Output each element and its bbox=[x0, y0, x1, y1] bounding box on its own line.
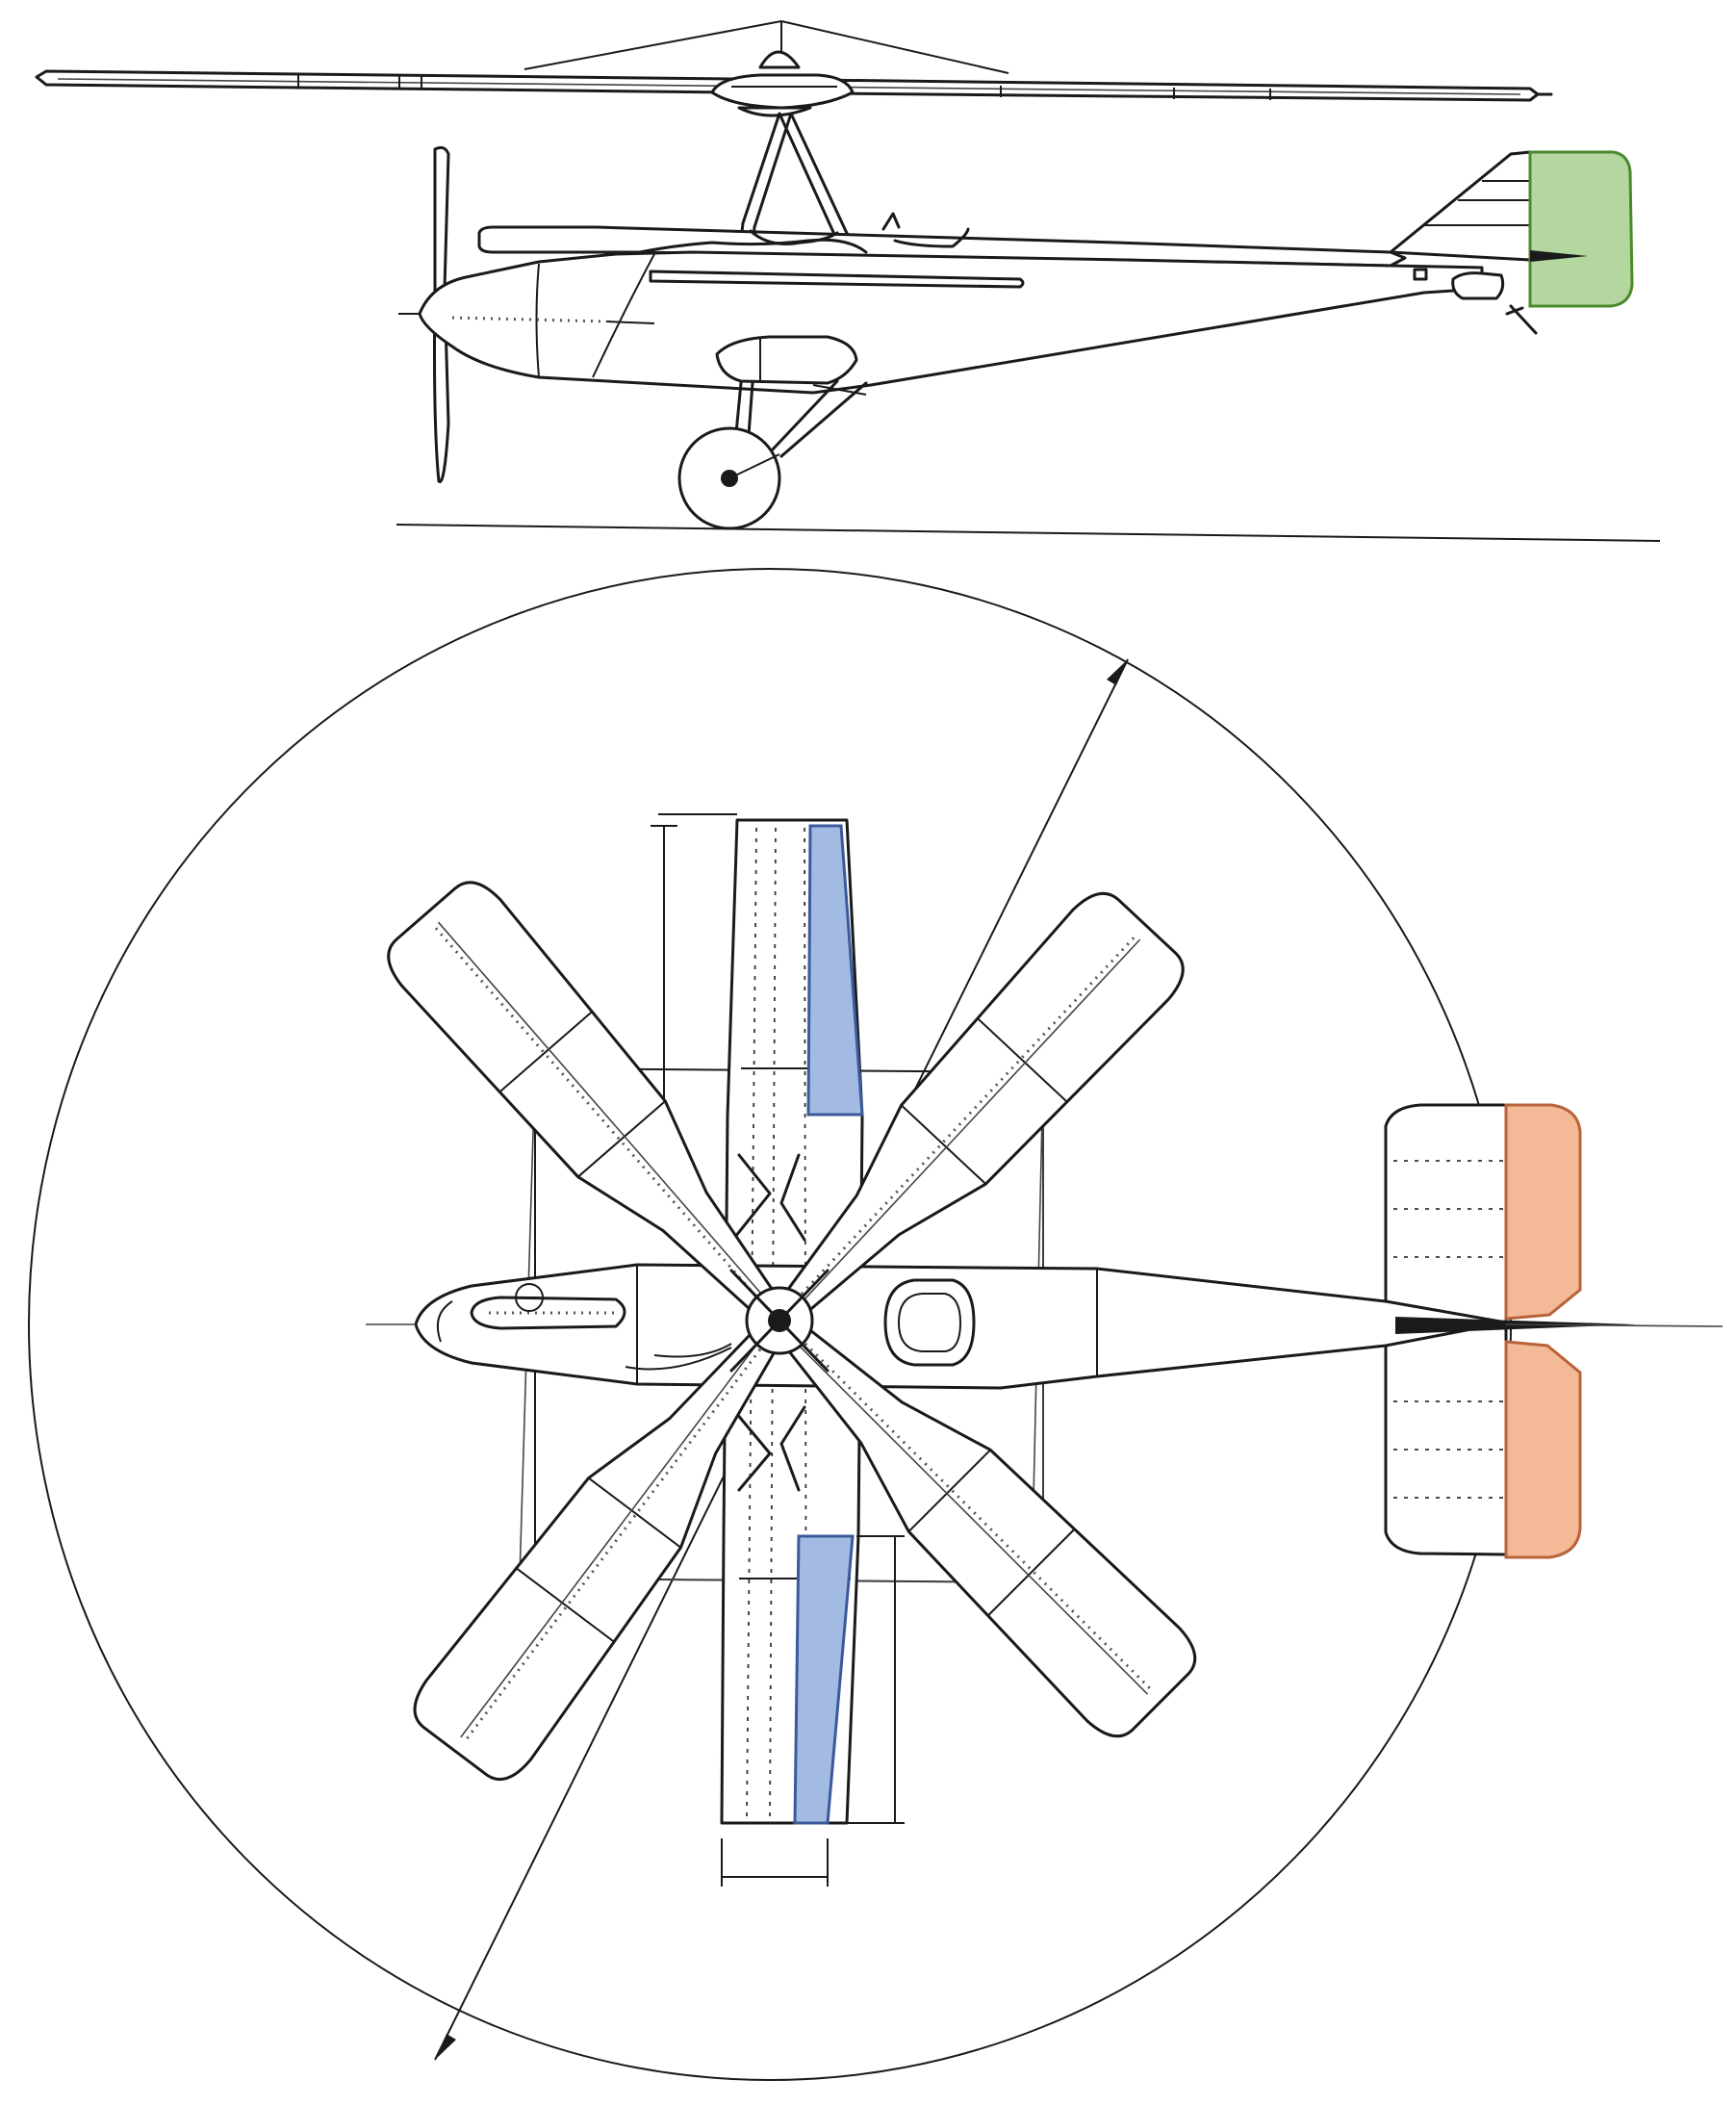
plan-view bbox=[28, 568, 1723, 2081]
rotor-hub-plan bbox=[729, 1269, 830, 1373]
elevator-upper bbox=[1504, 1103, 1582, 1321]
side-view bbox=[35, 20, 1661, 542]
rotor-bracing-wires bbox=[523, 20, 1009, 74]
elevator-lower bbox=[1504, 1340, 1582, 1559]
ground-line bbox=[396, 524, 1661, 542]
wing-struts-plan bbox=[729, 1153, 806, 1492]
rotor-hub-side bbox=[710, 50, 855, 117]
aileron-upper bbox=[806, 824, 864, 1117]
undercarriage-side bbox=[734, 379, 868, 458]
aileron-lower bbox=[793, 1534, 855, 1825]
fuselage-plan bbox=[366, 1263, 1723, 1390]
main-wheel bbox=[677, 426, 781, 530]
rudder bbox=[1528, 150, 1634, 308]
fuselage-side bbox=[418, 150, 1588, 395]
rudder-post bbox=[1530, 250, 1588, 262]
